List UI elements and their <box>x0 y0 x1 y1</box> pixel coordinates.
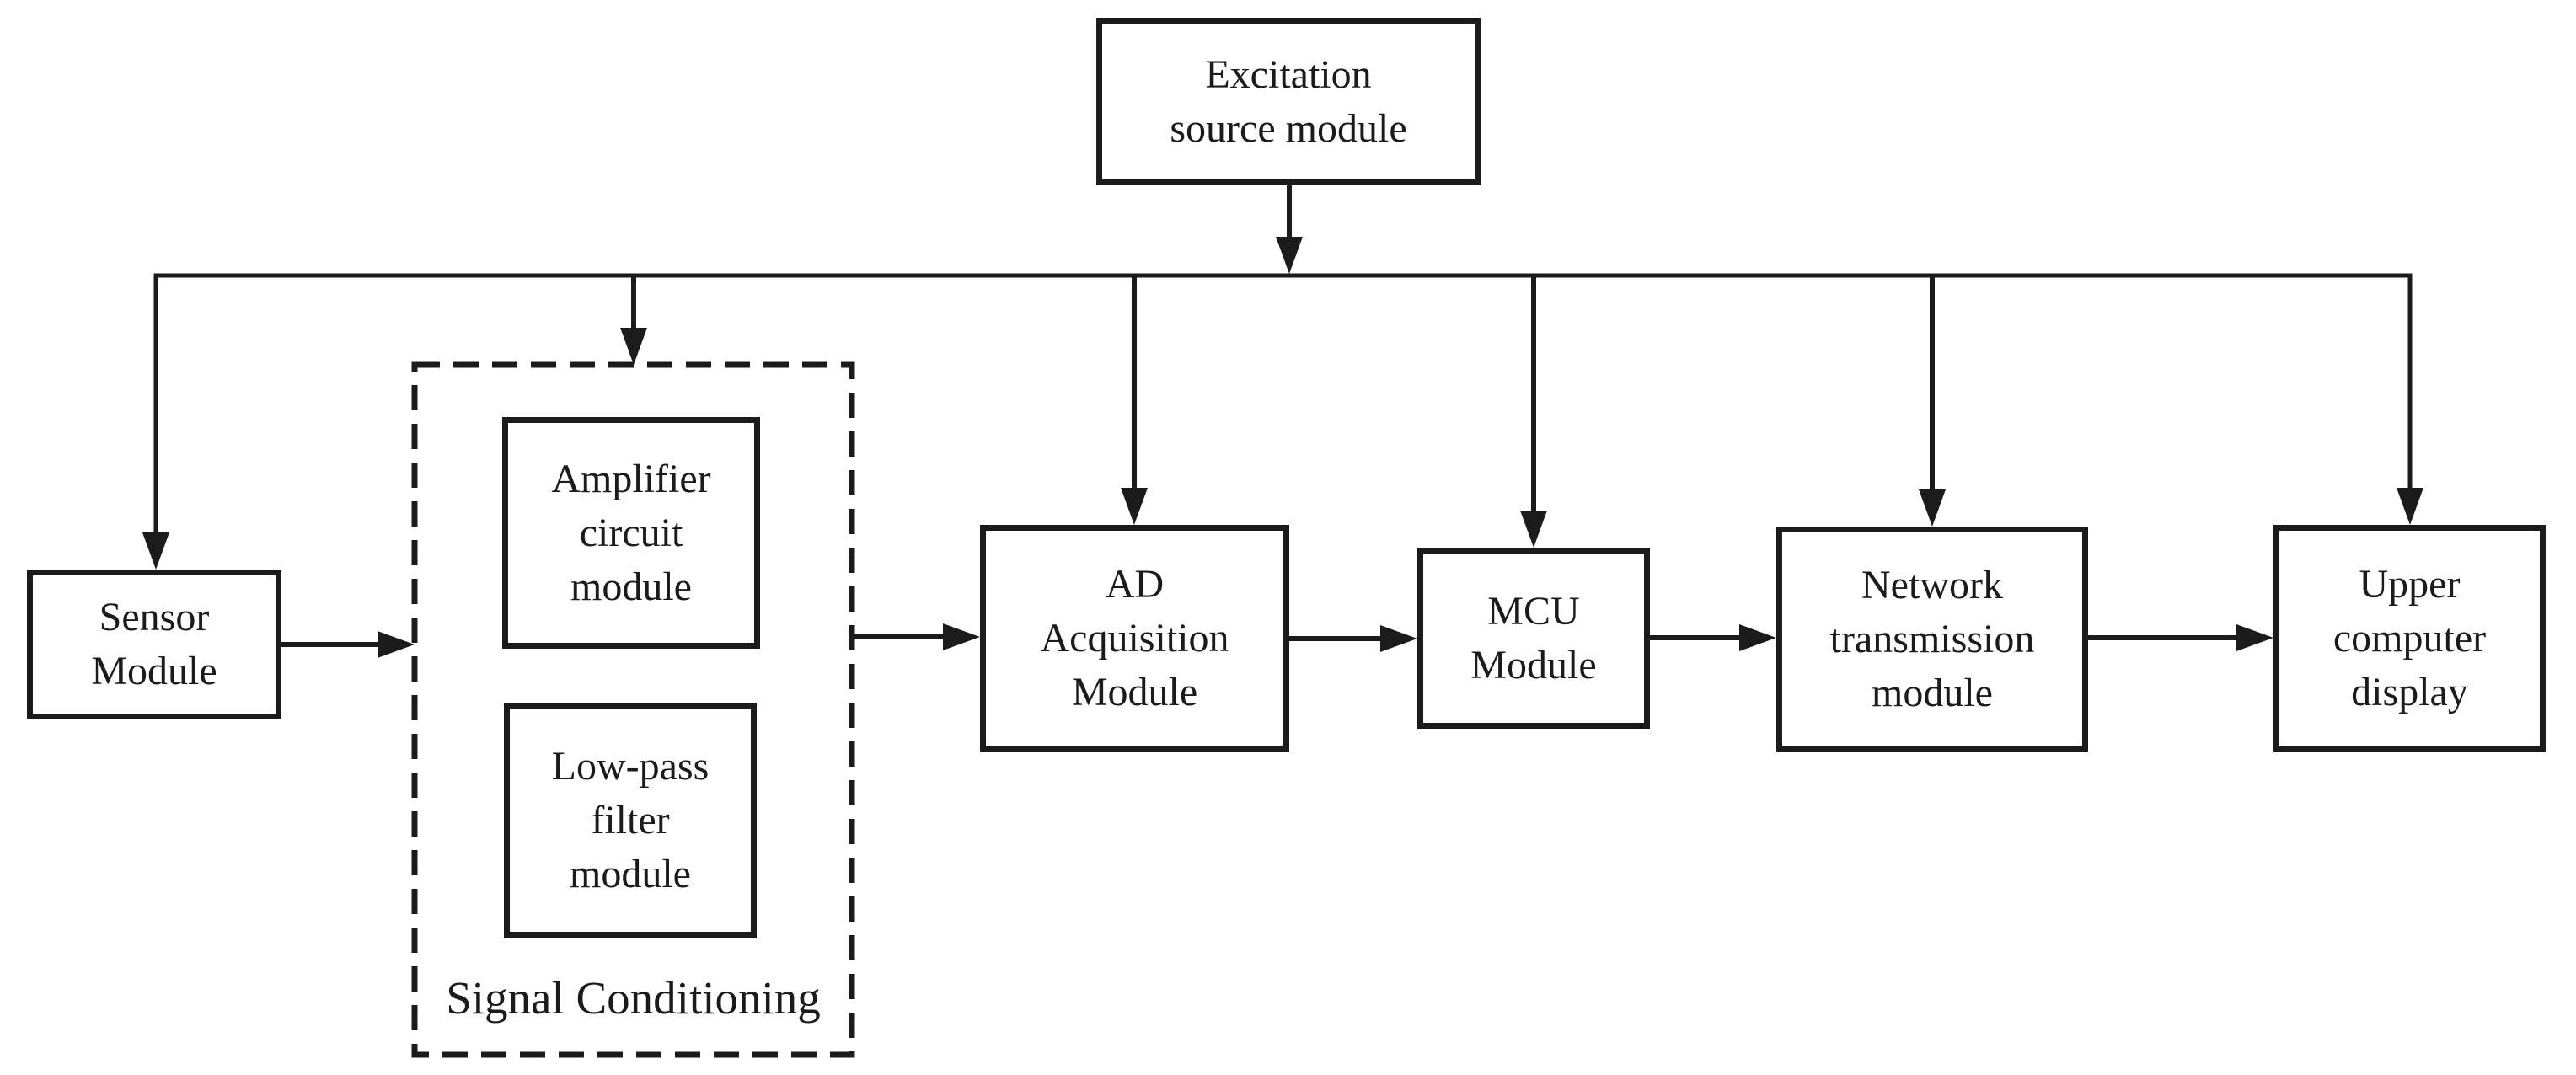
node-label-line: module <box>570 851 691 896</box>
arrow-signal-conditioning-to-ad <box>852 623 980 650</box>
node-label-line: Module <box>1470 642 1597 687</box>
arrow-network-to-upper-computer <box>2088 624 2273 651</box>
signal-conditioning-group-border <box>411 361 855 1058</box>
arrow-mcu-to-network <box>1650 624 1776 651</box>
node-label-line: filter <box>591 797 670 842</box>
node-label-line: source module <box>1170 105 1407 151</box>
node-label-line: Excitation <box>1205 51 1372 97</box>
arrow-ad-to-mcu <box>1289 625 1417 652</box>
node-label-line: Module <box>91 649 217 693</box>
node-label-line: transmission <box>1829 617 2035 661</box>
node-low-pass-filter-module: Low-pass filter module <box>504 703 757 938</box>
node-amplifier-circuit-module: Amplifier circuit module <box>502 417 760 649</box>
node-upper-computer-display: Upper computer display <box>2273 525 2546 752</box>
arrow-bus-to-signal-conditioning <box>620 274 647 365</box>
node-label-line: Amplifier <box>551 456 711 501</box>
node-mcu-module: MCU Module <box>1417 548 1650 729</box>
node-label-line: circuit <box>579 510 683 555</box>
node-label-line: display <box>2351 670 2468 714</box>
arrow-bus-to-ad-acquisition <box>1121 274 1148 525</box>
node-label-line: Acquisition <box>1040 616 1229 661</box>
signal-conditioning-group-label: Signal Conditioning <box>446 972 821 1024</box>
node-label-line: MCU <box>1487 588 1580 634</box>
arrow-bus-to-sensor <box>142 532 169 570</box>
node-sensor-module: Sensor Module <box>27 570 281 719</box>
node-label-line: module <box>1872 671 1993 715</box>
node-label-line: computer <box>2332 616 2487 661</box>
distribution-bus-line <box>153 273 2413 536</box>
arrow-excitation-to-bus <box>1276 185 1303 274</box>
node-excitation-source-module: Excitation source module <box>1096 18 1481 185</box>
arrow-bus-to-mcu <box>1520 274 1547 548</box>
node-label-line: Module <box>1071 670 1198 714</box>
node-label-line: Upper <box>2359 562 2461 607</box>
arrow-bus-to-upper-computer <box>2397 488 2423 525</box>
node-network-transmission-module: Network transmission module <box>1776 527 2088 752</box>
node-label-line: Low-pass <box>551 743 710 789</box>
node-label-line: Sensor <box>99 595 210 639</box>
node-label-line: module <box>570 564 692 609</box>
node-label-line: Network <box>1861 563 2003 607</box>
arrow-sensor-to-signal-conditioning <box>281 631 415 658</box>
arrow-bus-to-network <box>1919 274 1946 527</box>
node-ad-acquisition-module: AD Acquisition Module <box>980 525 1289 752</box>
node-label-line: AD <box>1105 562 1165 607</box>
